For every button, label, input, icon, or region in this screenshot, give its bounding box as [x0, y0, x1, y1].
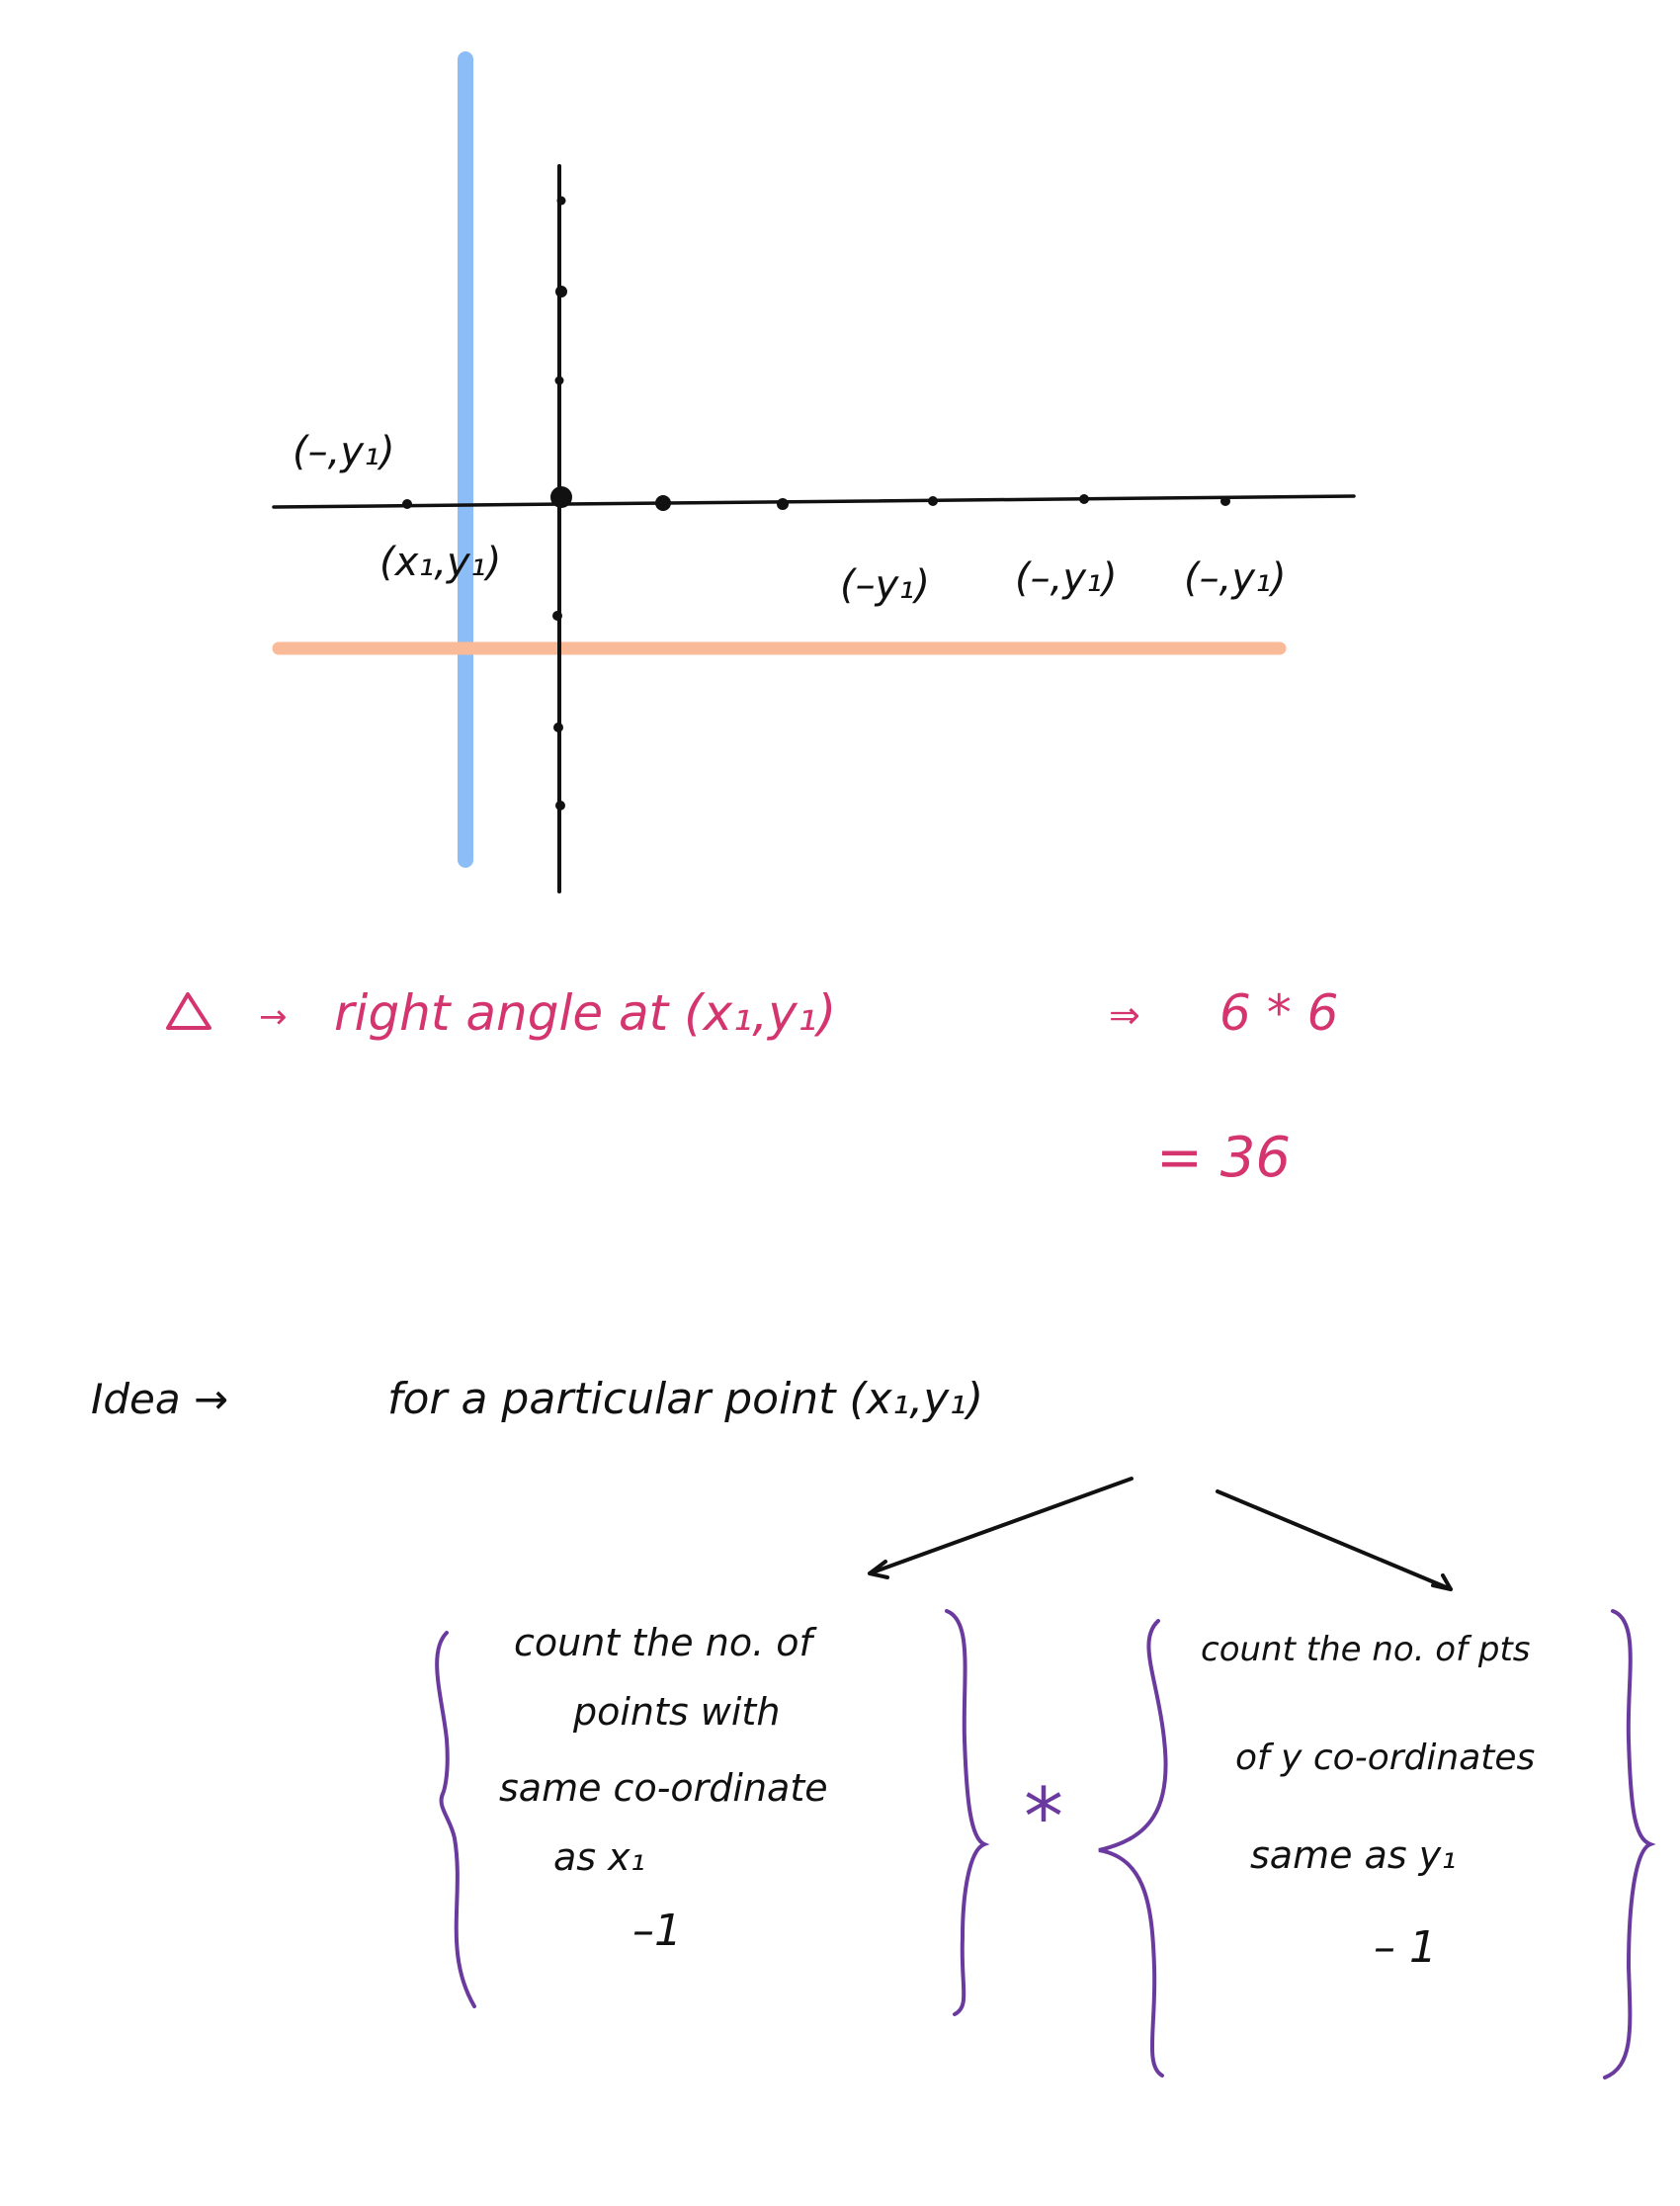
annotation-implies: ⇒ — [1109, 993, 1140, 1037]
x-axis-point — [1079, 494, 1089, 504]
idea-text: for a particular point (x₁,y₁) — [387, 1374, 983, 1424]
left-box-open-brace — [435, 1631, 476, 2008]
x-axis-point — [777, 498, 789, 510]
x-axis-point — [1220, 496, 1230, 506]
branch-arrow-right — [1216, 1489, 1453, 1591]
origin-point — [550, 486, 572, 508]
left-box-line-1: count the no. of — [514, 1621, 817, 1664]
multiply-sign: * — [1024, 1771, 1063, 1863]
x-axis — [272, 494, 1356, 509]
x-axis-point — [655, 495, 671, 511]
right-box-line-2: of y co-ordinates — [1235, 1738, 1535, 1778]
x-axis-point — [402, 499, 412, 509]
y-axis-point — [555, 286, 567, 297]
label-left-lower: (x₁,y₁) — [379, 540, 501, 585]
annotation-text: right angle at (x₁,y₁) — [334, 984, 836, 1042]
y-axis-point — [552, 611, 562, 621]
idea-label: Idea → — [91, 1375, 228, 1423]
right-box-open-brace — [1098, 1619, 1168, 2078]
annotation-product: 6 * 6 — [1219, 984, 1338, 1042]
label-right-2: (–,y₁) — [1015, 555, 1118, 601]
annotation-result: = 36 — [1156, 1126, 1291, 1190]
triangle-symbol — [166, 992, 211, 1030]
y-axis-point — [554, 376, 564, 385]
left-box-line-2: points with — [572, 1690, 780, 1734]
left-box-line-5: –1 — [632, 1906, 682, 1956]
right-box-line-3: same as y₁ — [1250, 1833, 1456, 1877]
y-axis-point — [555, 801, 565, 810]
right-box-close-brace — [1603, 1609, 1656, 2079]
x-axis-point — [928, 496, 938, 506]
label-right-1: (–y₁) — [840, 562, 930, 608]
label-right-3: (–,y₁) — [1184, 555, 1287, 601]
y-axis-point — [556, 196, 566, 206]
left-box-close-brace — [945, 1609, 990, 2016]
right-box-line-4: – 1 — [1374, 1922, 1437, 1973]
branch-arrow-left — [868, 1477, 1134, 1575]
branch-arrowhead-right — [1431, 1573, 1453, 1591]
label-left-upper: (–,y₁) — [293, 429, 395, 474]
branch-arrowhead-left — [868, 1560, 889, 1579]
left-box-line-4: as x₁ — [553, 1835, 645, 1879]
y-axis-point — [553, 722, 563, 732]
right-box-line-1: count the no. of pts — [1201, 1630, 1531, 1669]
left-box-line-3: same co-ordinate — [499, 1766, 828, 1810]
annotation-arrow: → — [259, 997, 288, 1037]
